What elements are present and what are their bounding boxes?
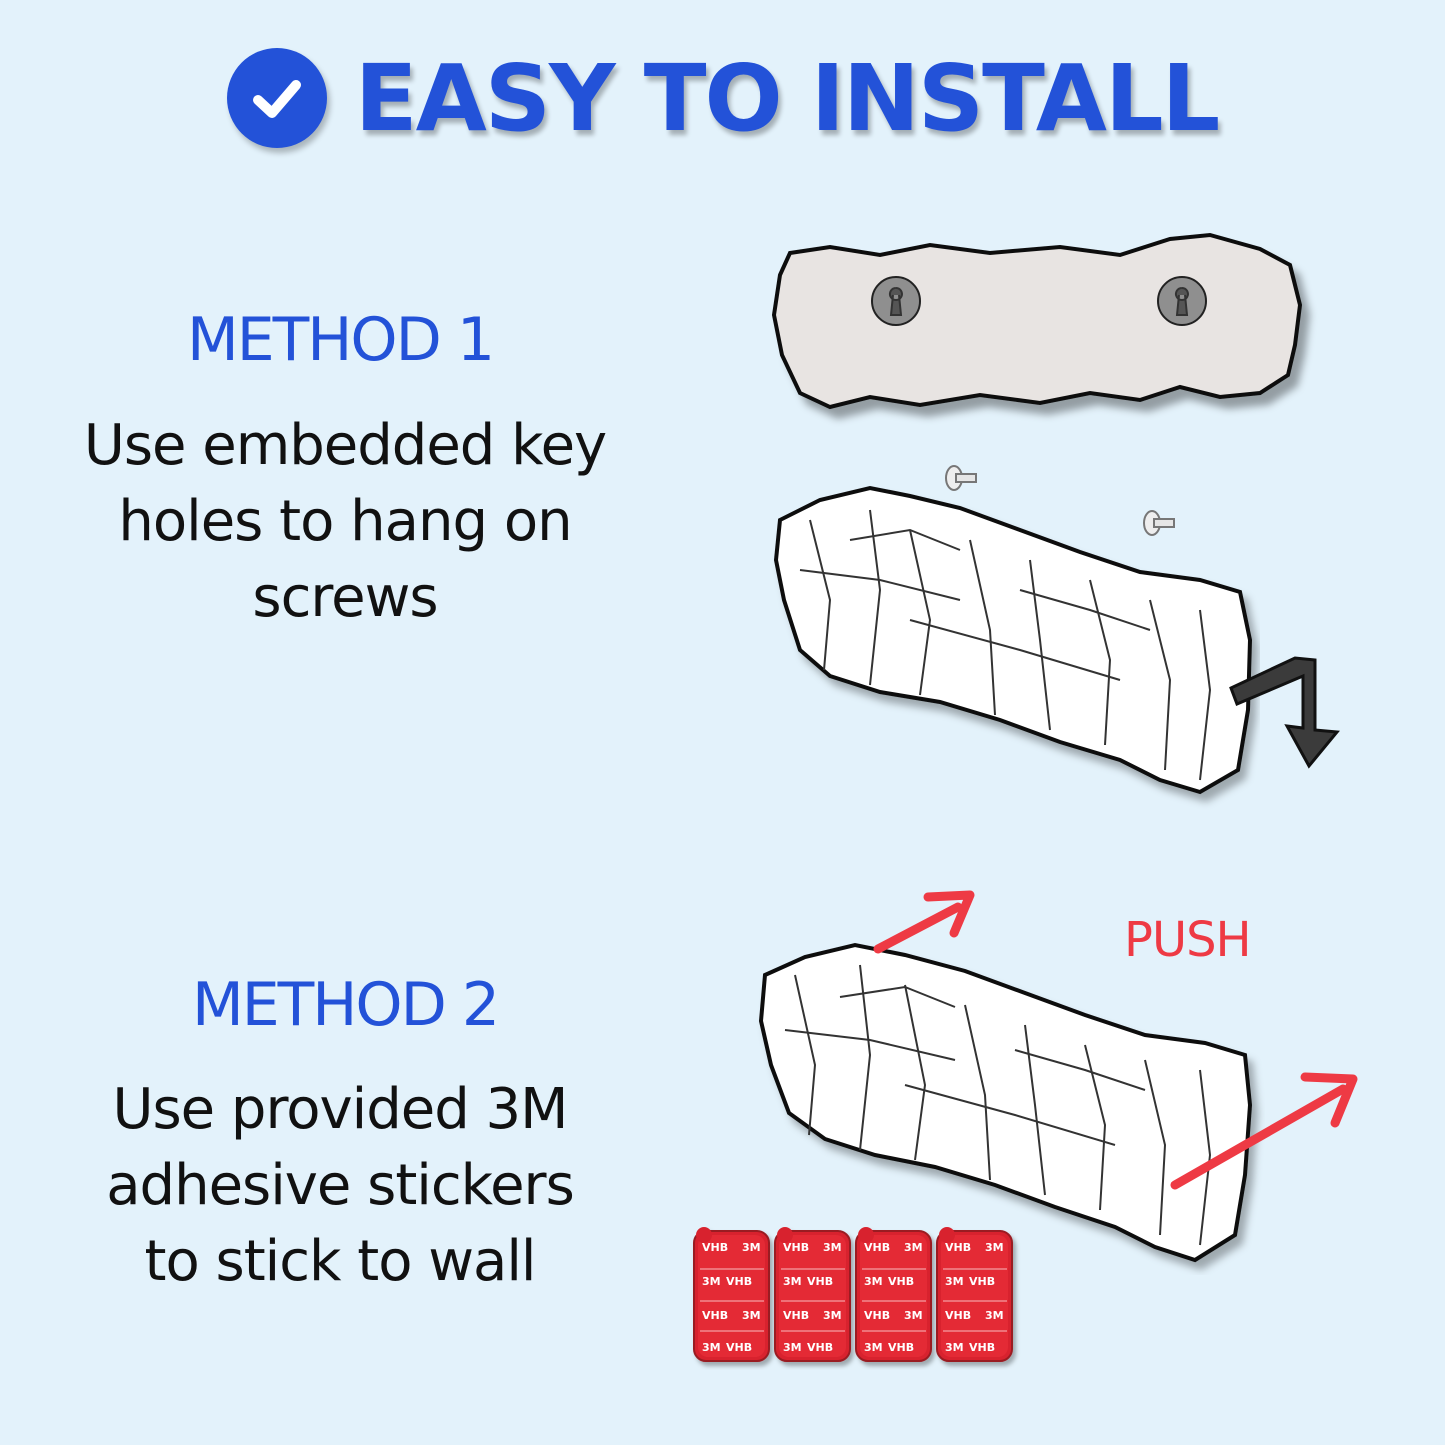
- method2-description: Use provided 3M adhesive stickers to sti…: [15, 1072, 665, 1300]
- screw-icon: [1143, 510, 1175, 536]
- rock-shelf-illustration: [773, 485, 1253, 795]
- method1-line: holes to hang on: [118, 489, 572, 554]
- sticker-pad: [693, 1226, 770, 1362]
- method1-line: Use embedded key: [83, 413, 607, 478]
- page-title: EASY TO INSTALL: [354, 44, 1220, 152]
- header: EASY TO INSTALL: [0, 38, 1445, 158]
- push-label: PUSH: [1124, 912, 1252, 968]
- keyhole-icon: [1157, 276, 1207, 326]
- push-arrow-icon: [1170, 1072, 1358, 1190]
- method2-line: Use provided 3M: [112, 1077, 568, 1142]
- rock-shelf-illustration: [758, 942, 1253, 1263]
- method2-line: to stick to wall: [144, 1229, 537, 1294]
- method2-line: adhesive stickers: [106, 1153, 575, 1218]
- sticker-pad: [855, 1226, 932, 1362]
- sticker-pad: [774, 1226, 851, 1362]
- mounting-plate-illustration: [771, 232, 1303, 410]
- method2-title: METHOD 2: [191, 970, 500, 1040]
- method1-title: METHOD 1: [186, 305, 495, 375]
- push-arrow-icon: [873, 890, 975, 954]
- arrow-down-icon: [1229, 656, 1340, 769]
- method1-description: Use embedded key holes to hang on screws: [20, 408, 670, 636]
- sticker-pad: [936, 1226, 1013, 1362]
- adhesive-stickers-illustration: VHB 3M 3M VHB VHB 3M 3M VHB: [693, 1226, 1013, 1362]
- keyhole-icon: [871, 276, 921, 326]
- check-circle-icon: [226, 48, 327, 148]
- screw-icon: [945, 465, 977, 491]
- method1-line: screws: [252, 565, 438, 630]
